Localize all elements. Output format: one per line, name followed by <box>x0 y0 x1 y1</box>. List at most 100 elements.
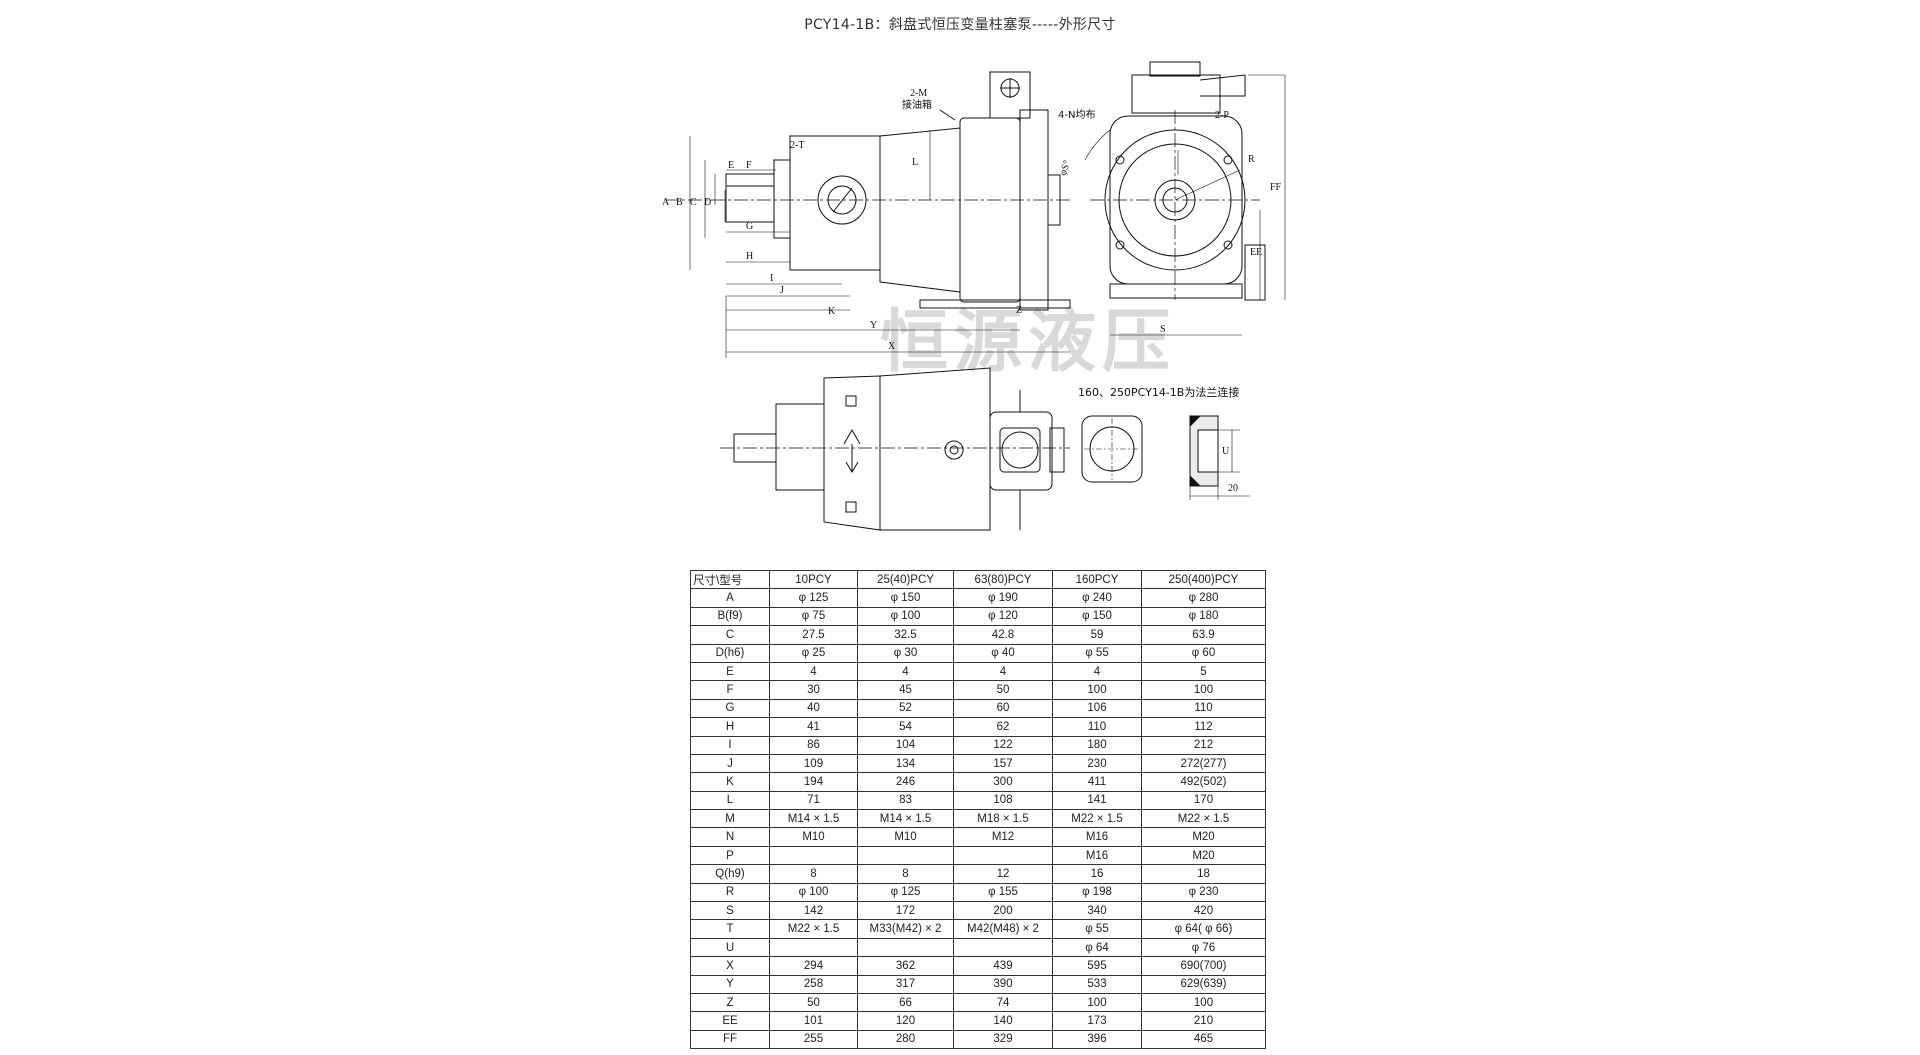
table-row-label: J <box>690 753 770 774</box>
table-cell: M10 <box>769 827 858 847</box>
table-row-label: E <box>690 661 770 682</box>
table-cell: 4 <box>857 661 954 682</box>
dim-k: K <box>828 306 836 317</box>
table-cell: 4 <box>1052 661 1142 682</box>
table-cell: 173 <box>1052 1011 1142 1031</box>
table-cell: 142 <box>769 901 858 921</box>
table-cell: 439 <box>953 956 1053 976</box>
table-cell: 157 <box>953 753 1053 774</box>
table-cell: 294 <box>769 956 858 976</box>
table-cell: 42.8 <box>953 625 1053 645</box>
table-row-label: P <box>690 845 770 866</box>
table-cell: 109 <box>769 753 858 774</box>
table-cell: φ 40 <box>953 643 1053 663</box>
table-cell: 101 <box>769 1011 858 1031</box>
dim-x: X <box>888 341 896 352</box>
table-cell: 420 <box>1141 901 1266 921</box>
table-cell: 210 <box>1141 1011 1266 1031</box>
table-cell: 272(277) <box>1141 753 1266 774</box>
table-cell: M14 × 1.5 <box>769 809 858 829</box>
front-view <box>1084 61 1286 336</box>
table-cell: M12 <box>953 827 1053 847</box>
table-header-cell: 63(80)PCY <box>953 569 1053 590</box>
table-cell: 533 <box>1052 974 1142 994</box>
page-title: PCY14-1B：斜盘式恒压变量柱塞泵-----外形尺寸 <box>804 17 1116 33</box>
table-row-label: L <box>690 790 770 811</box>
table-cell: 340 <box>1052 901 1142 921</box>
table-row-label: T <box>690 919 770 939</box>
table-cell: 362 <box>857 956 954 976</box>
table-cell <box>857 937 954 958</box>
label-2t: 2-T <box>790 140 804 151</box>
table-cell: 71 <box>769 790 858 811</box>
table-cell: 52 <box>857 698 954 719</box>
table-cell: φ 75 <box>769 606 858 627</box>
table-cell: 8 <box>769 864 858 884</box>
table-cell: 329 <box>953 1029 1053 1050</box>
table-cell: M14 × 1.5 <box>857 809 954 829</box>
table-cell: 50 <box>769 992 858 1013</box>
flange-note: 160、250PCY14-1B为法兰连接 <box>1078 385 1239 399</box>
top-view <box>720 367 1070 531</box>
label-4n: 4-N均布 <box>1058 109 1095 121</box>
table-cell: 110 <box>1141 698 1266 719</box>
table-cell: 120 <box>857 1011 954 1031</box>
table-cell: φ 125 <box>857 882 954 903</box>
table-cell: 110 <box>1052 717 1142 737</box>
table-cell: 100 <box>1141 680 1266 700</box>
table-header-row: 尺寸\型号 10PCY 25(40)PCY 63(80)PCY 160PCY 2… <box>690 569 1266 590</box>
table-cell: 140 <box>953 1011 1053 1031</box>
table-row-label: H <box>690 717 770 737</box>
table-cell: 100 <box>1052 992 1142 1013</box>
table-cell: M20 <box>1141 845 1266 866</box>
table-cell: 30 <box>769 680 858 700</box>
table-row-label: R <box>690 882 770 903</box>
table-cell: 83 <box>857 790 954 811</box>
table-cell: φ 155 <box>953 882 1053 903</box>
table-cell: φ 76 <box>1141 937 1266 958</box>
dim-s: S <box>1160 324 1166 335</box>
table-row-label: D(h6) <box>690 643 770 663</box>
table-cell: 122 <box>953 735 1053 755</box>
table-cell: M20 <box>1141 827 1266 847</box>
table-cell: φ 150 <box>1052 606 1142 627</box>
table-cell: M16 <box>1052 827 1142 847</box>
table-cell: M16 <box>1052 845 1142 866</box>
table-row-label: F <box>690 680 770 700</box>
table-cell: φ 190 <box>953 588 1053 608</box>
table-cell: 492(502) <box>1141 772 1266 792</box>
table-cell <box>769 937 858 958</box>
table-cell: 86 <box>769 735 858 755</box>
table-cell: 108 <box>953 790 1053 811</box>
table-header-cell: 25(40)PCY <box>857 569 954 590</box>
table-row-label: A <box>690 588 770 608</box>
table-header-cell: 尺寸\型号 <box>690 569 770 590</box>
dim-i: I <box>770 273 773 284</box>
table-cell: φ 64( φ 66) <box>1141 919 1266 939</box>
table-cell: 317 <box>857 974 954 994</box>
table-row-label: G <box>690 698 770 719</box>
label-phi-s: φS° <box>1058 159 1074 177</box>
side-view <box>665 71 1071 358</box>
table-header-cell: 160PCY <box>1052 569 1142 590</box>
dim-j: J <box>780 285 784 296</box>
dim-e: E <box>728 160 734 171</box>
table-cell: 66 <box>857 992 954 1013</box>
table-cell: 390 <box>953 974 1053 994</box>
table-cell: φ 180 <box>1141 606 1266 627</box>
table-cell: 300 <box>953 772 1053 792</box>
table-cell: 134 <box>857 753 954 774</box>
table-cell: 396 <box>1052 1029 1142 1050</box>
